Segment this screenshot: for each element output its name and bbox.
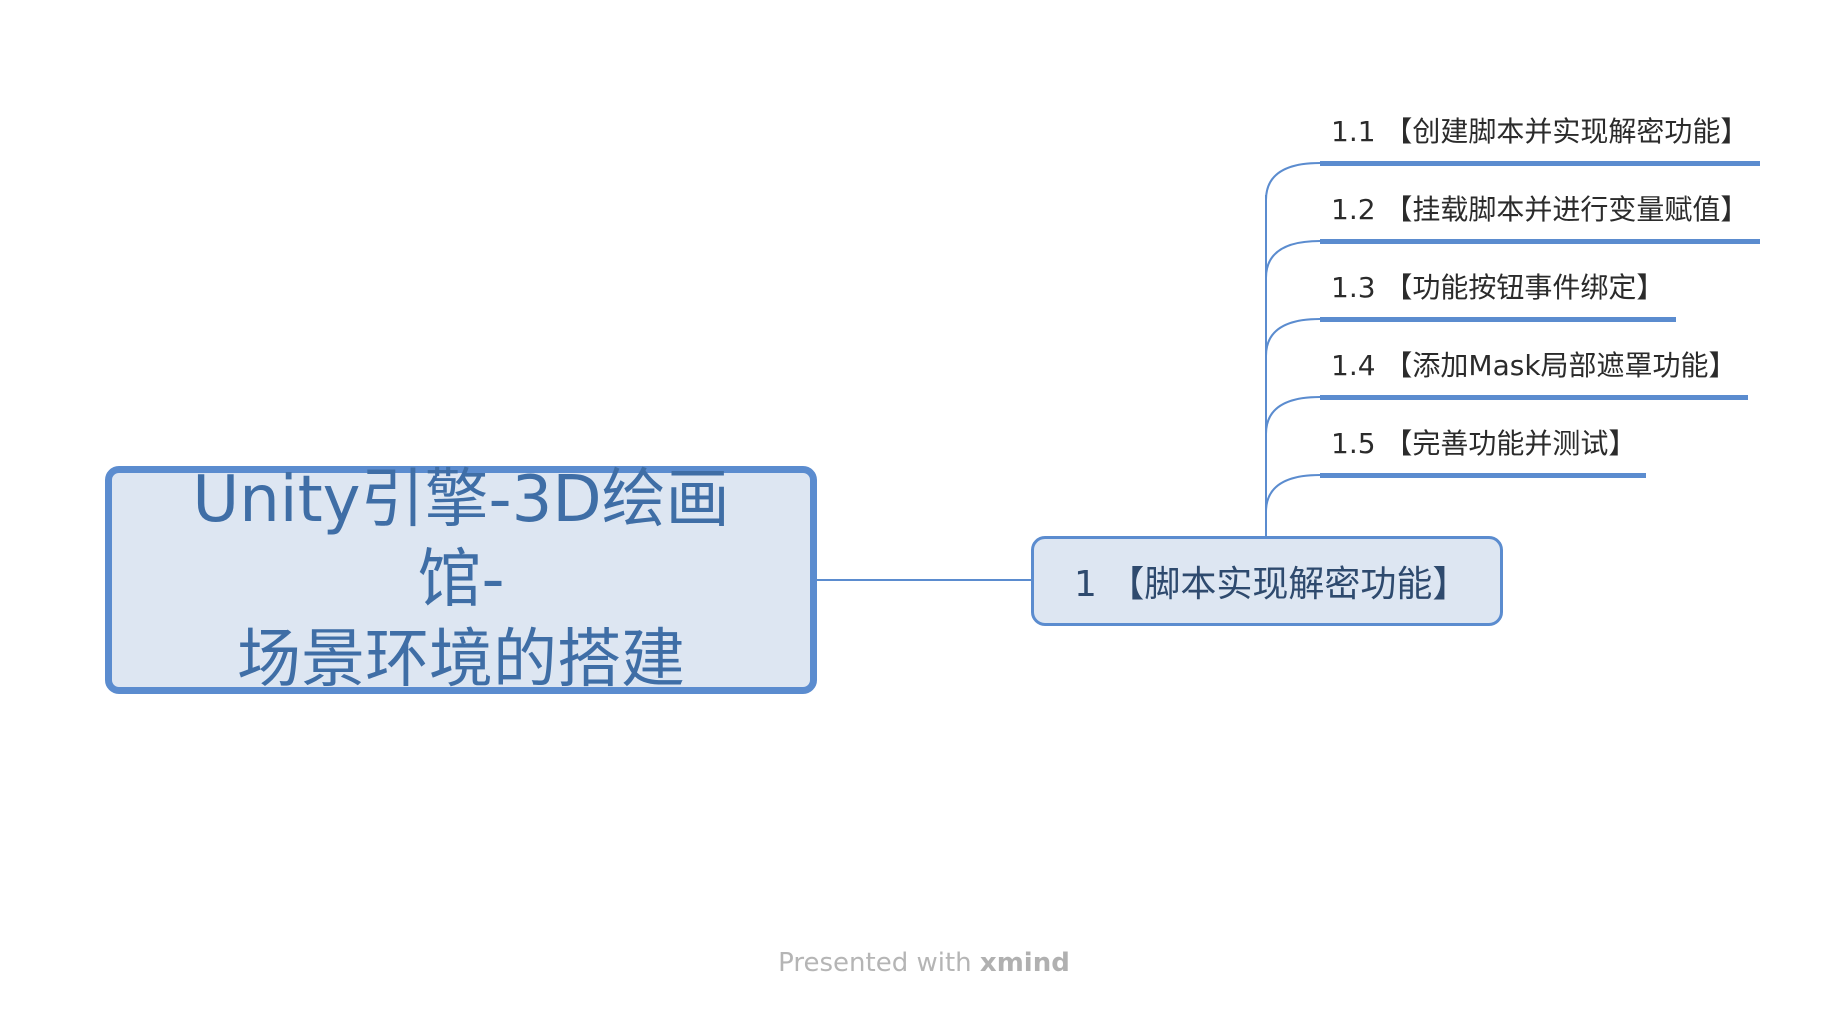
subtopic-1-3[interactable]: 1.3 【功能按钮事件绑定】 bbox=[1320, 268, 1801, 322]
subtopic-underline bbox=[1320, 473, 1646, 478]
subtopic-underline bbox=[1320, 161, 1760, 166]
xmind-logo: xmind bbox=[979, 948, 1070, 978]
subtopic-label: 1.1 【创建脚本并实现解密功能】 bbox=[1331, 115, 1749, 148]
subtopic-label: 1.2 【挂载脚本并进行变量赋值】 bbox=[1331, 193, 1749, 226]
main-topic-label: 1 【脚本实现解密功能】 bbox=[1074, 564, 1469, 605]
subtopic-label: 1.3 【功能按钮事件绑定】 bbox=[1331, 271, 1665, 304]
connector-1-1 bbox=[1265, 162, 1321, 201]
connector-1-3 bbox=[1265, 318, 1321, 357]
root-topic[interactable]: Unity引擎-3D绘画馆- 场景环境的搭建 bbox=[105, 463, 817, 697]
subtopic-label: 1.5 【完善功能并测试】 bbox=[1331, 427, 1637, 460]
subtopic-1-2[interactable]: 1.2 【挂载脚本并进行变量赋值】 bbox=[1320, 190, 1801, 244]
root-topic-title: Unity引擎-3D绘画馆- 场景环境的搭建 bbox=[151, 460, 771, 700]
presented-with-footer: Presented with xmind bbox=[0, 948, 1848, 978]
subtopic-underline bbox=[1320, 395, 1748, 400]
connector-1-4 bbox=[1265, 396, 1321, 435]
subtopic-underline bbox=[1320, 239, 1760, 244]
subtopic-underline bbox=[1320, 317, 1676, 322]
root-title-line2: 场景环境的搭建 bbox=[237, 623, 685, 697]
subtopic-label: 1.4 【添加Mask局部遮罩功能】 bbox=[1331, 349, 1737, 382]
main-topic[interactable]: 1 【脚本实现解密功能】 bbox=[1031, 536, 1503, 626]
connector-1-5 bbox=[1265, 474, 1321, 513]
root-title-line1: Unity引擎-3D绘画馆- bbox=[192, 463, 730, 617]
footer-prefix: Presented with bbox=[778, 948, 980, 978]
connector-1-2 bbox=[1265, 240, 1321, 279]
subtopic-1-1[interactable]: 1.1 【创建脚本并实现解密功能】 bbox=[1320, 112, 1801, 166]
subtopic-1-5[interactable]: 1.5 【完善功能并测试】 bbox=[1320, 424, 1801, 478]
subtopic-1-4[interactable]: 1.4 【添加Mask局部遮罩功能】 bbox=[1320, 346, 1801, 400]
